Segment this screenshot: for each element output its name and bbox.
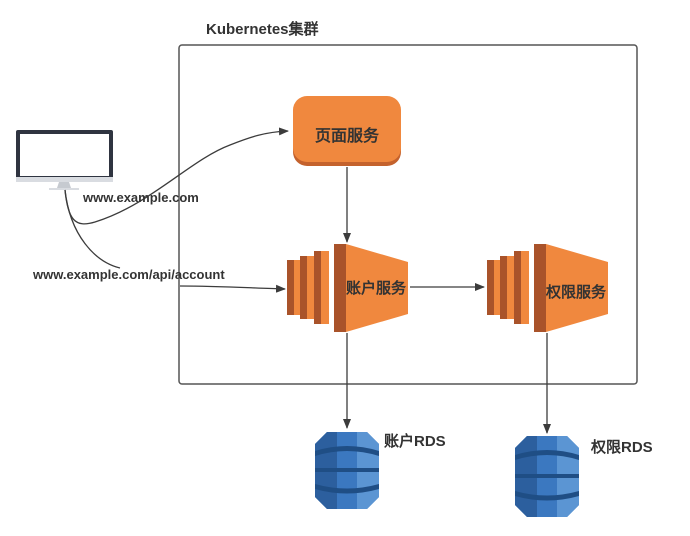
route-line-page xyxy=(64,127,289,225)
route-label-page: www.example.com xyxy=(83,190,199,205)
permission-service-label: 权限服务 xyxy=(546,284,607,301)
cluster-title: Kubernetes集群 xyxy=(206,21,319,38)
page-service-label: 页面服务 xyxy=(314,128,379,145)
page-service-box[interactable] xyxy=(293,96,401,166)
account-service-icon[interactable] xyxy=(287,244,408,332)
route-label-account: www.example.com/api/account xyxy=(33,267,225,282)
permission-rds-database-icon[interactable] xyxy=(515,436,579,517)
account-service-label: 账户服务 xyxy=(346,280,407,297)
route-line-account xyxy=(64,189,285,289)
account-rds-label: 账户RDS xyxy=(384,433,446,450)
account-rds-database-icon[interactable] xyxy=(315,432,379,509)
permission-service-icon[interactable] xyxy=(487,244,608,332)
permission-rds-label: 权限RDS xyxy=(591,439,653,456)
kubernetes-cluster-boundary xyxy=(178,44,638,385)
desktop-monitor-icon xyxy=(16,130,113,190)
